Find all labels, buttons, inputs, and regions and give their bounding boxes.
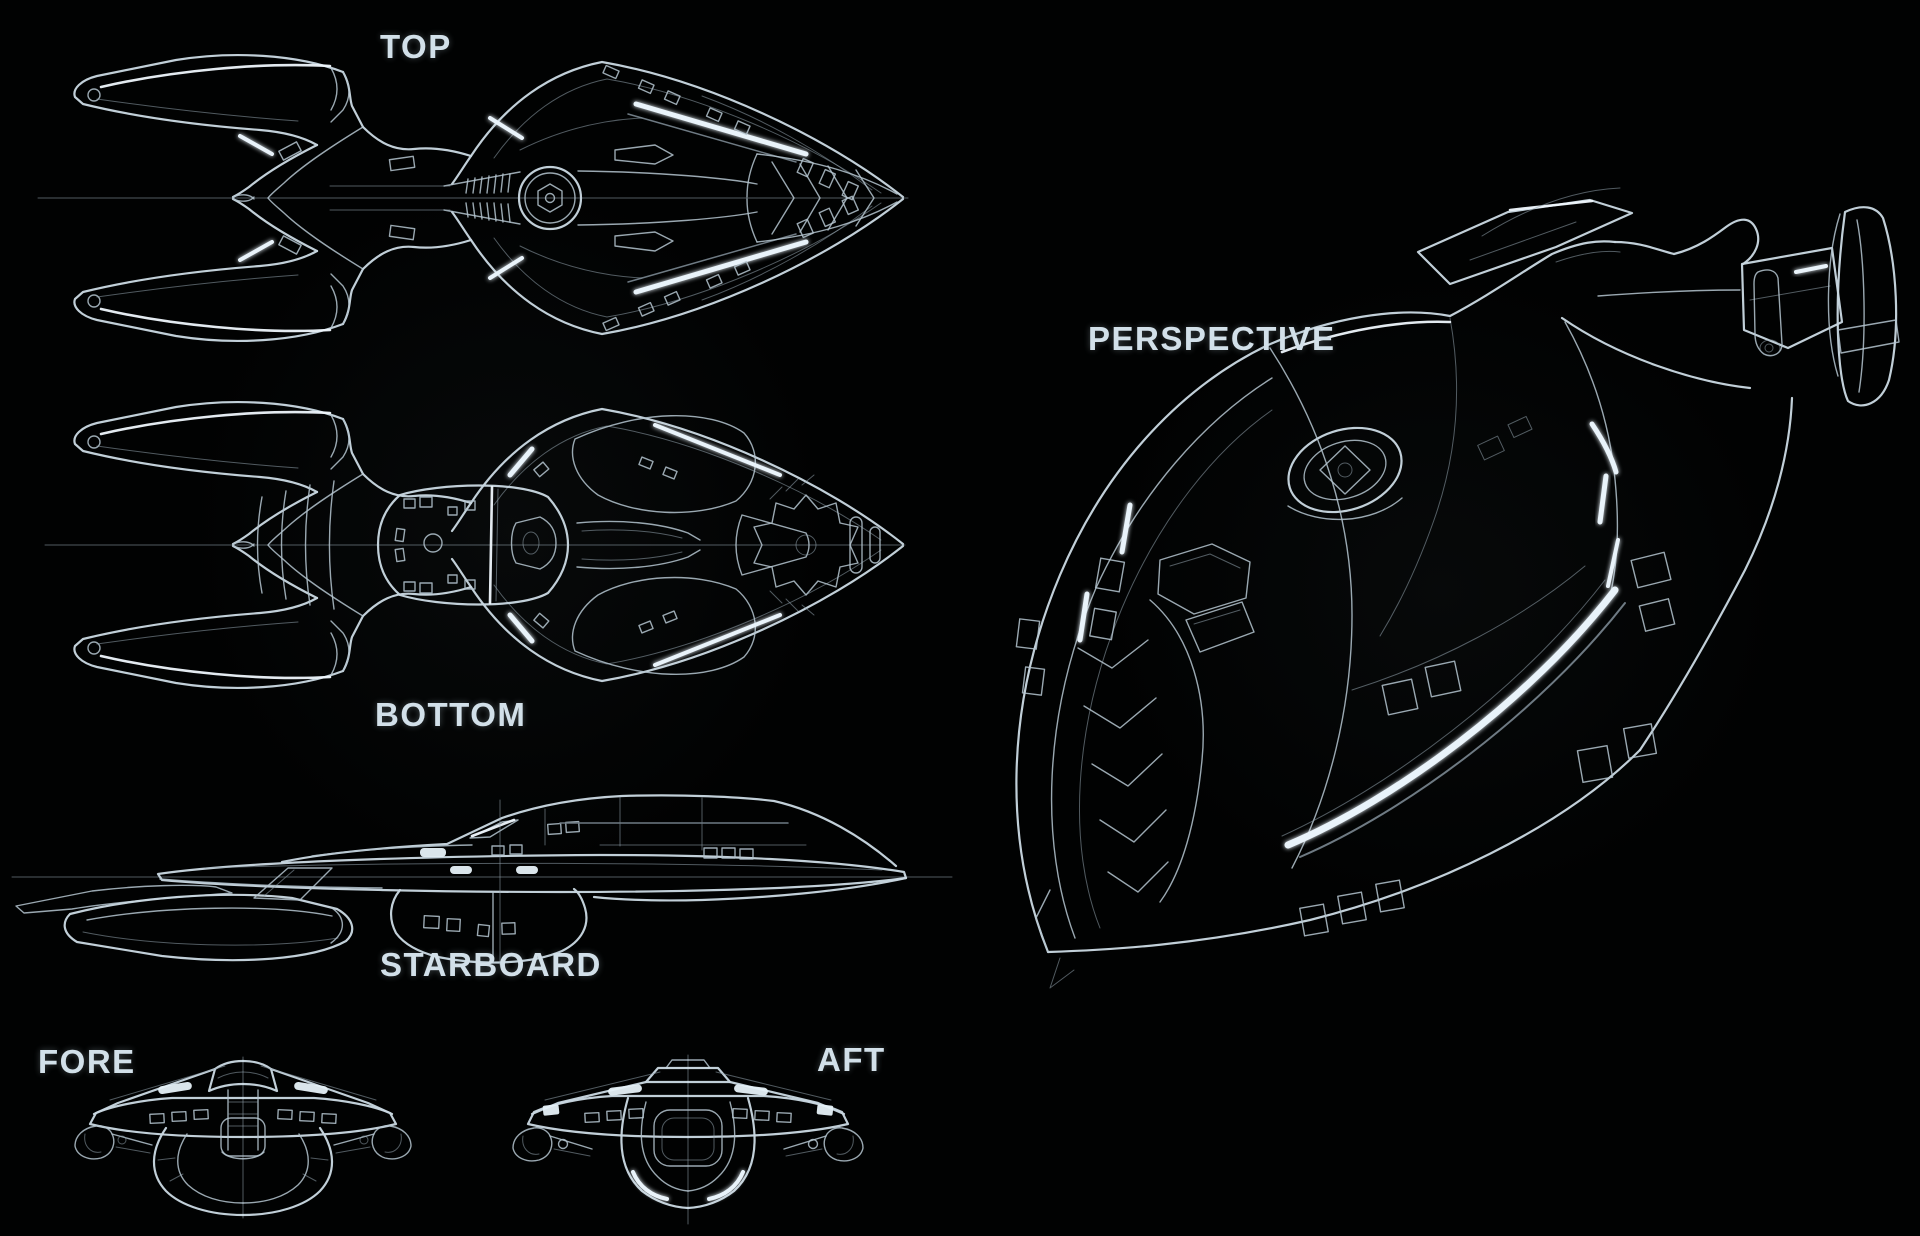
perspective-view-label: PERSPECTIVE (1088, 320, 1336, 357)
perspective-view-drawing (1015, 187, 1900, 989)
bottom-view-drawing (44, 400, 906, 690)
bottom-detail-lower (395, 549, 881, 675)
starboard-view-label: STARBOARD (380, 946, 602, 983)
fore-view-drawing (73, 1056, 413, 1219)
top-view-drawing (37, 53, 909, 343)
fore-half-right (241, 1059, 413, 1217)
top-detail-lower (240, 196, 897, 330)
fore-half-left (73, 1059, 245, 1217)
bottom-detail-upper (395, 416, 881, 542)
fore-view-label: FORE (38, 1043, 136, 1080)
top-view-label: TOP (380, 28, 452, 65)
aft-view-drawing (513, 1054, 863, 1225)
top-detail-upper (240, 65, 897, 199)
bottom-view-label: BOTTOM (375, 696, 527, 733)
starboard-view-drawing (11, 794, 953, 966)
aft-view-label: AFT (817, 1041, 886, 1078)
